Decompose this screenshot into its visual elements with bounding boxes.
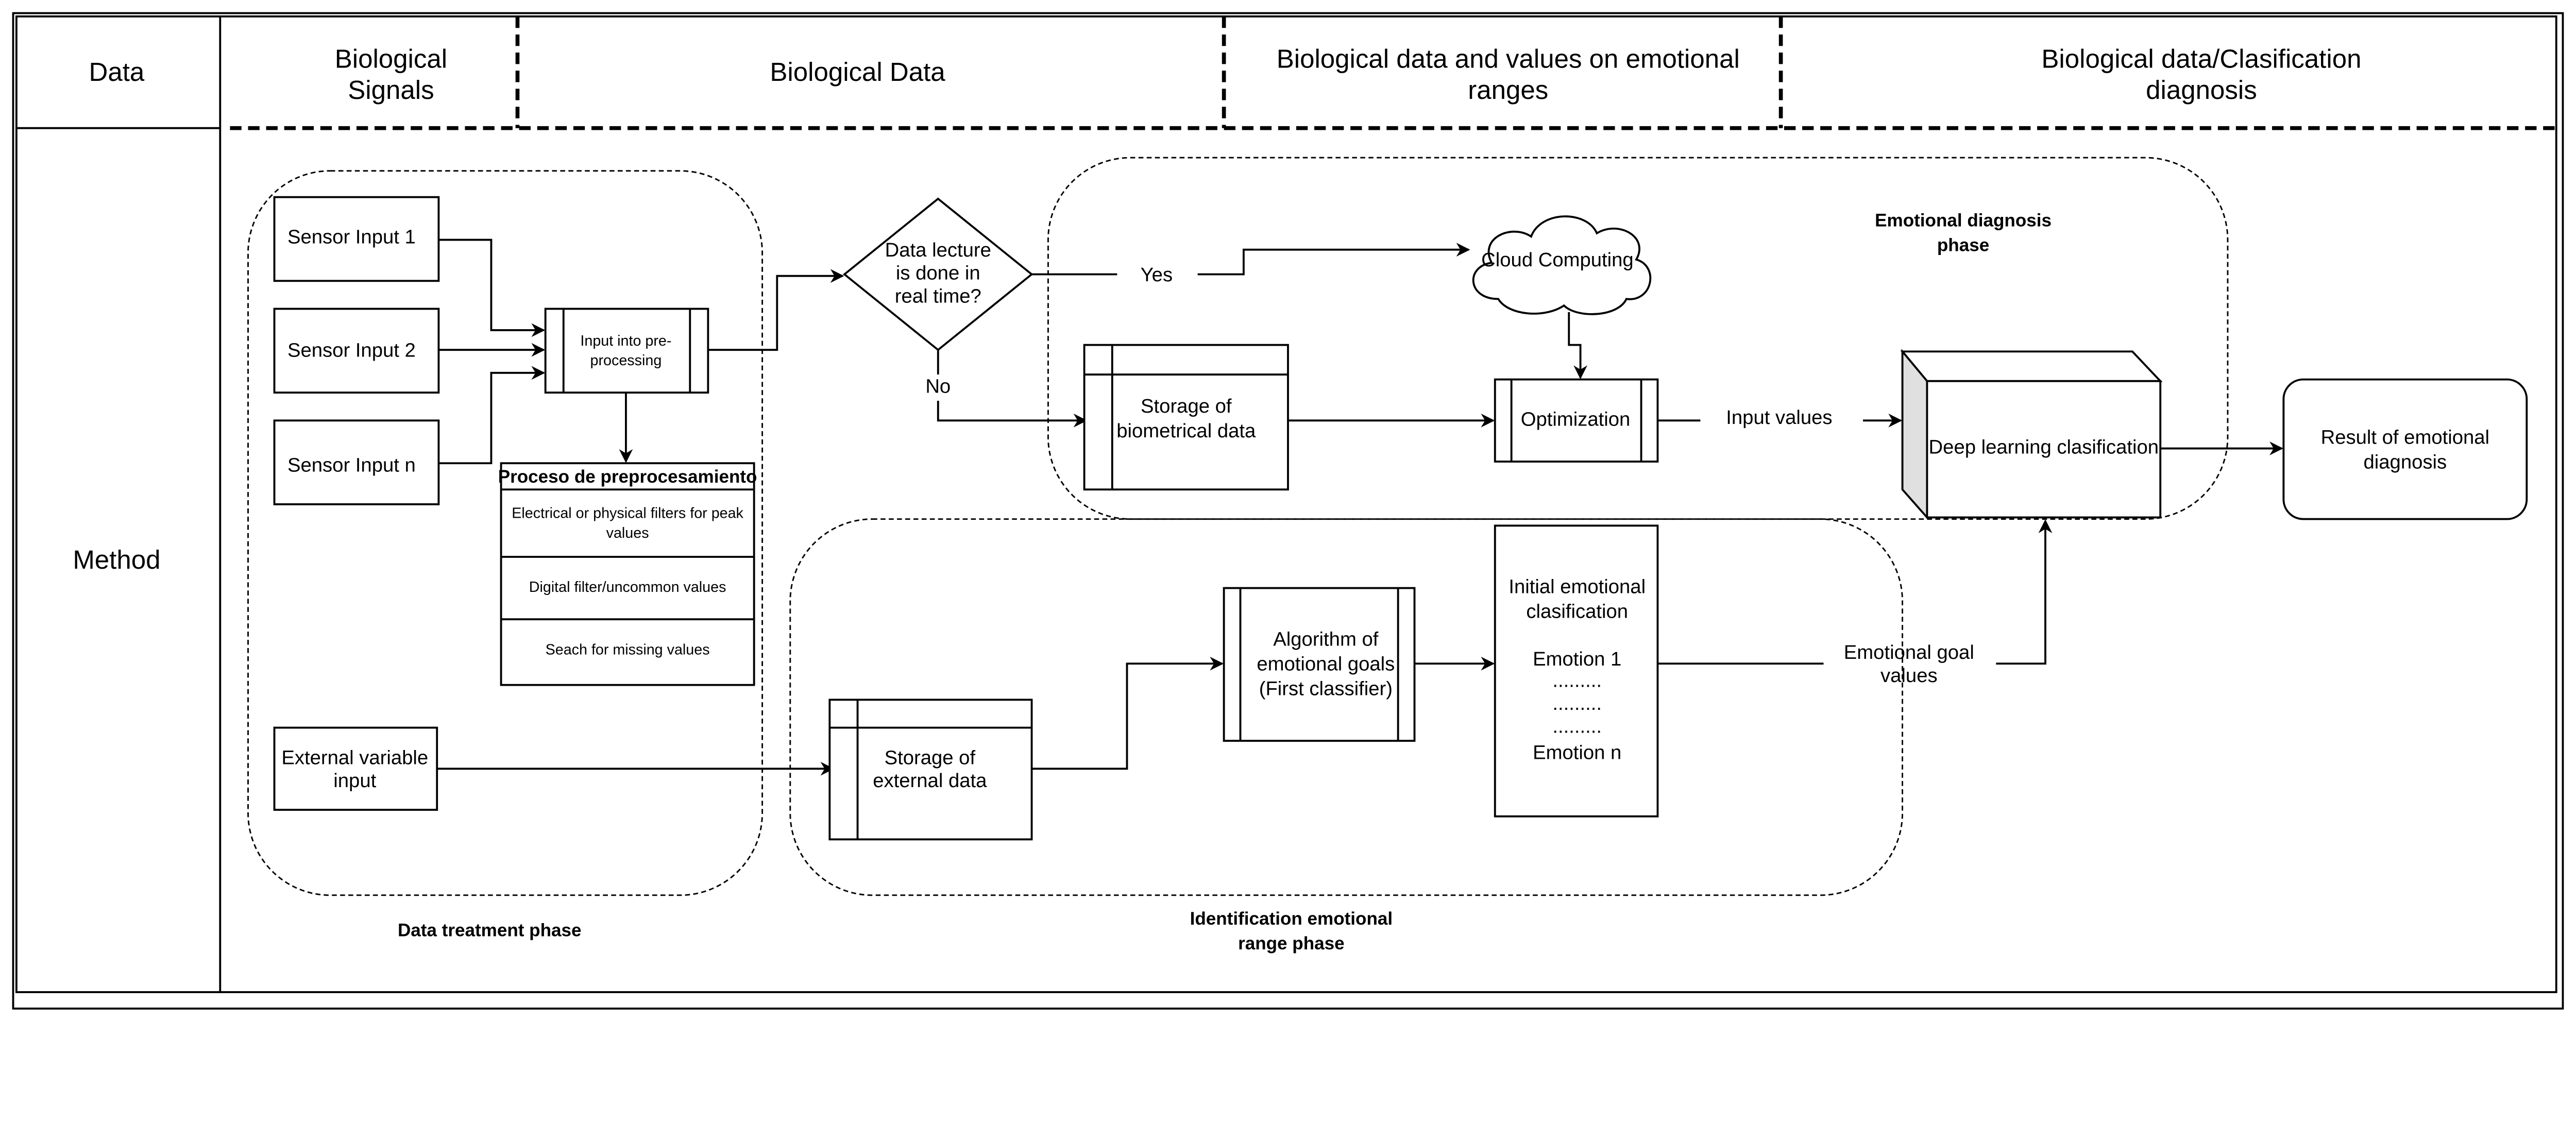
- sensor-input-n: Sensor Input n: [273, 419, 440, 505]
- svg-text:external data: external data: [873, 770, 987, 792]
- emotional-diagnosis-phase-label: phase: [1937, 235, 1989, 256]
- data-treatment-phase: [247, 170, 764, 896]
- svg-text:External variable: External variable: [281, 746, 428, 769]
- svg-text:biometrical data: biometrical data: [1116, 420, 1256, 442]
- svg-text:Emotion n: Emotion n: [1533, 742, 1621, 764]
- header-classification-diagnosis: diagnosis: [2146, 75, 2257, 105]
- arrow: [438, 366, 546, 465]
- svg-text:Storage of: Storage of: [1141, 395, 1232, 417]
- svg-text:input: input: [333, 770, 376, 792]
- header-emotional-ranges: Biological data and values on emotional: [1277, 44, 1740, 73]
- no-label: No: [925, 376, 951, 398]
- svg-text:Initial emotional: Initial emotional: [1509, 576, 1646, 598]
- svg-text:processing: processing: [590, 352, 662, 369]
- realtime-decision: Data lecture is done in real time?: [842, 197, 1033, 351]
- svg-text:Input into pre-: Input into pre-: [580, 333, 671, 349]
- identification-phase: [789, 518, 1904, 896]
- arrow: [438, 239, 546, 337]
- svg-text:(First classifier): (First classifier): [1259, 677, 1393, 700]
- svg-text:diagnosis: diagnosis: [2364, 451, 2447, 473]
- arrow: [708, 269, 844, 351]
- emotional-diagnosis-phase: [1047, 157, 2229, 520]
- svg-text:.........: .........: [1552, 692, 1602, 714]
- inner-frame: [15, 15, 2557, 993]
- svg-text:Proceso de preprocesamiento: Proceso de preprocesamiento: [498, 467, 757, 487]
- algorithm-emotional-goals: Algorithm of emotional goals (First clas…: [1223, 587, 1416, 742]
- arrow: [1197, 243, 1470, 276]
- svg-text:Sensor Input 1: Sensor Input 1: [287, 226, 416, 248]
- data-treatment-phase-label: Data treatment phase: [398, 920, 582, 940]
- svg-text:Electrical or physical filter: Electrical or physical filters for peak: [512, 505, 743, 522]
- arrow: [1568, 312, 1587, 380]
- preprocess-table: Proceso de preprocesamiento Electrical o…: [498, 462, 757, 686]
- svg-text:Algorithm of: Algorithm of: [1273, 628, 1378, 651]
- svg-text:Cloud Computing: Cloud Computing: [1481, 249, 1634, 271]
- header-classification-diagnosis: Biological data/Clasification: [2041, 44, 2361, 73]
- emotional-goal-values-label: values: [1880, 665, 1938, 687]
- svg-text:Sensor Input 2: Sensor Input 2: [287, 339, 416, 362]
- arrow: [1996, 519, 2053, 665]
- emotional-goal-values-label: Emotional goal: [1844, 641, 1974, 663]
- svg-text:is done in: is done in: [896, 262, 980, 284]
- identification-phase-label: Identification emotional: [1190, 909, 1393, 929]
- header-emotional-ranges: ranges: [1468, 75, 1548, 105]
- svg-text:Deep learning clasification: Deep learning clasification: [1929, 436, 2159, 458]
- header-biological-data: Biological Data: [770, 57, 945, 87]
- svg-text:Digital filter/uncommon values: Digital filter/uncommon values: [529, 579, 726, 595]
- svg-text:Seach for missing values: Seach for missing values: [546, 641, 710, 658]
- row-label-data: Data: [89, 57, 145, 87]
- input-values-label: Input values: [1726, 406, 1832, 429]
- svg-text:Data lecture: Data lecture: [885, 239, 991, 261]
- result-emotional-diagnosis: Result of emotional diagnosis: [2282, 378, 2528, 520]
- svg-text:Storage of: Storage of: [885, 746, 976, 769]
- svg-text:real time?: real time?: [895, 285, 981, 307]
- methodology-diagram: Data Method Biological Signals Biologica…: [12, 12, 2564, 1010]
- svg-text:Optimization: Optimization: [1521, 408, 1631, 430]
- svg-text:emotional goals: emotional goals: [1257, 653, 1395, 675]
- row-label-method: Method: [73, 545, 160, 574]
- header-biological-signals: Signals: [348, 75, 434, 105]
- storage-external-data: Storage of external data: [828, 699, 1033, 841]
- arrow: [1031, 656, 1224, 770]
- yes-label: Yes: [1141, 264, 1173, 286]
- sensor-input-2: Sensor Input 2: [273, 308, 440, 394]
- arrow: [937, 401, 1088, 428]
- svg-text:Emotion 1: Emotion 1: [1533, 648, 1621, 670]
- svg-text:Result of emotional: Result of emotional: [2321, 427, 2489, 449]
- svg-text:.........: .........: [1552, 669, 1602, 691]
- svg-text:.........: .........: [1552, 716, 1602, 738]
- cloud-computing: Cloud Computing: [1472, 215, 1652, 315]
- external-variable-input: External variable input: [273, 726, 438, 811]
- storage-biometrical-data: Storage of biometrical data: [1083, 344, 1289, 491]
- outer-frame: [12, 12, 2564, 1010]
- header-biological-signals: Biological: [335, 44, 447, 73]
- deep-learning-classification: Deep learning clasification: [1900, 349, 2163, 520]
- preprocessing-input: Input into pre- processing: [544, 308, 709, 394]
- svg-text:clasification: clasification: [1526, 601, 1628, 623]
- svg-text:Sensor Input n: Sensor Input n: [287, 454, 416, 476]
- emotional-diagnosis-phase-label: Emotional diagnosis: [1875, 211, 2052, 231]
- initial-emotional-classification: Initial emotional clasification Emotion …: [1494, 524, 1659, 818]
- svg-text:values: values: [606, 525, 649, 541]
- identification-phase-label: range phase: [1238, 933, 1345, 953]
- sensor-input-1: Sensor Input 1: [273, 196, 440, 282]
- optimization: Optimization: [1494, 378, 1659, 463]
